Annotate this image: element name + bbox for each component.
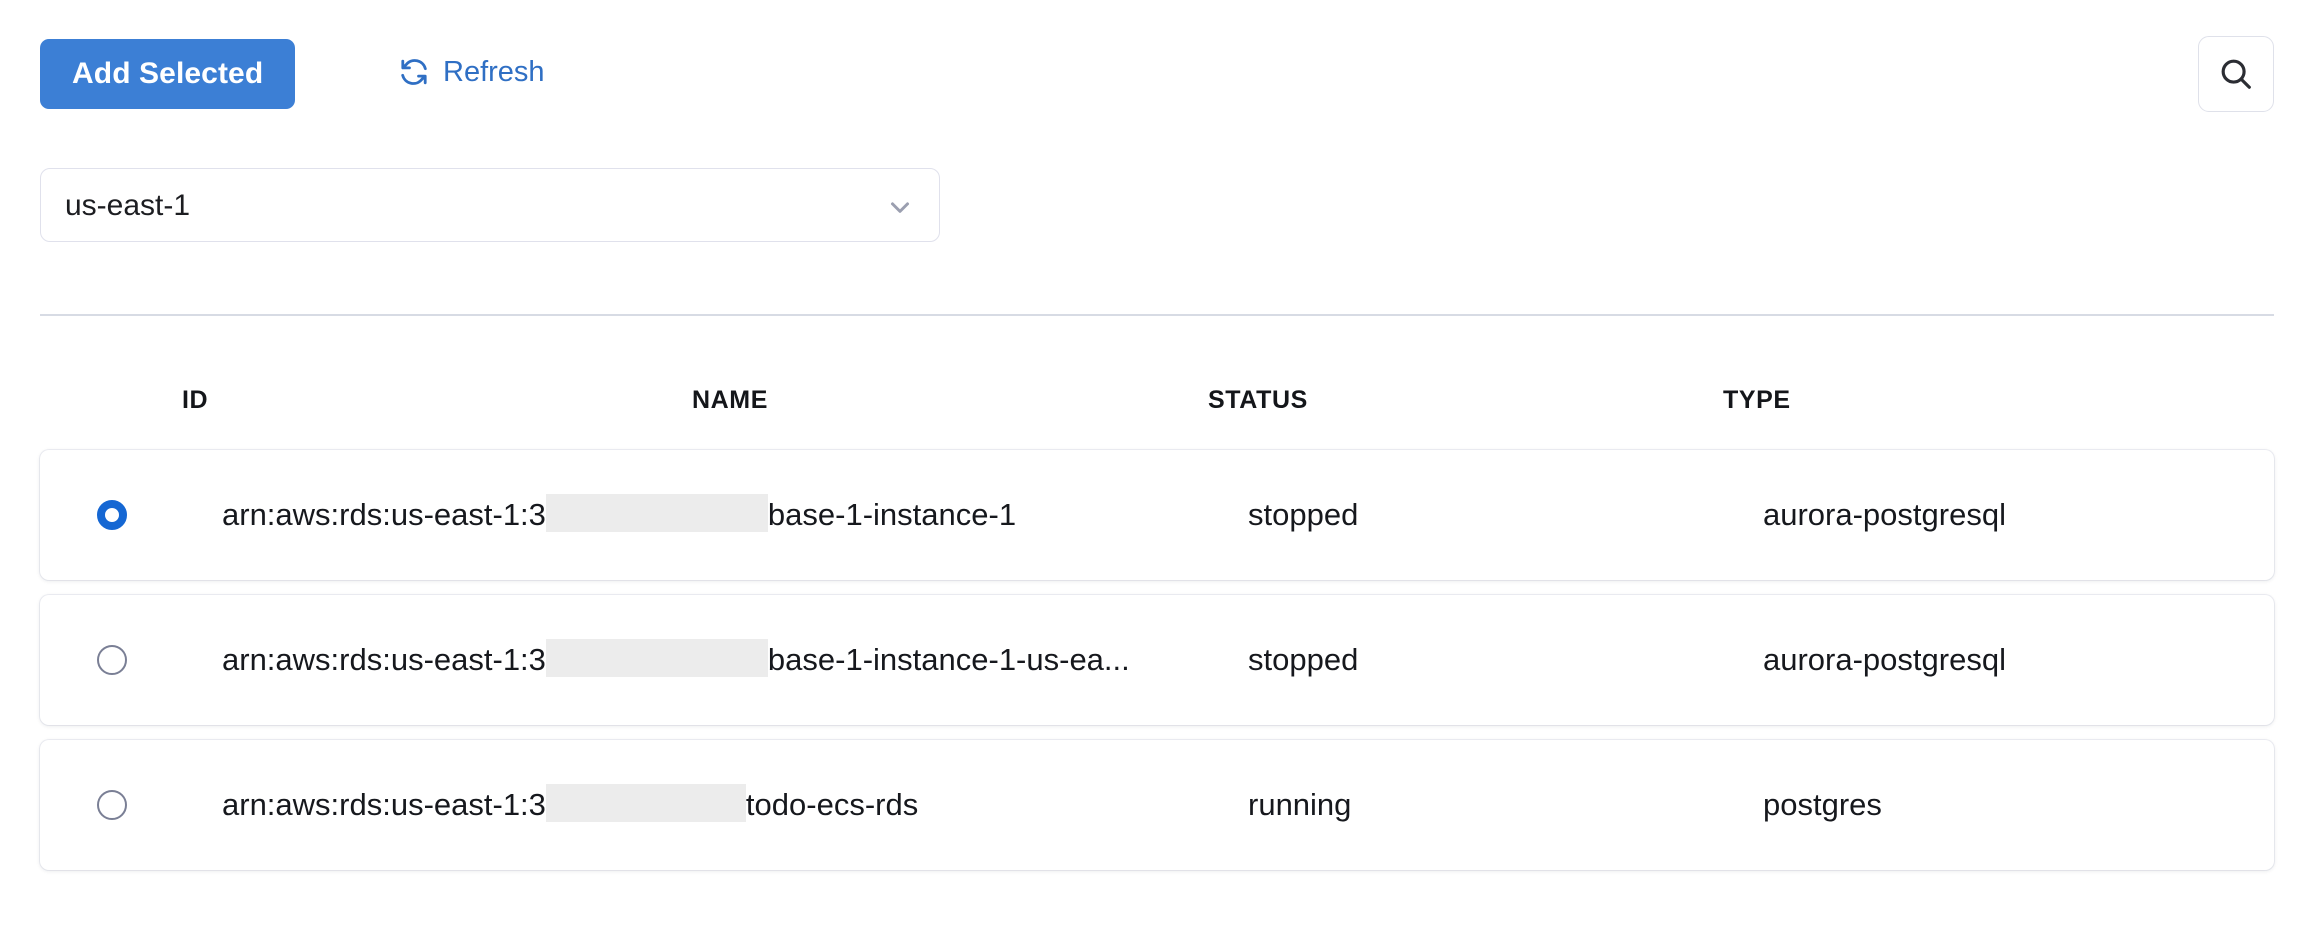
column-header-type: TYPE [1723, 386, 1791, 414]
arn-suffix: base-1-instance-1-us-ea... [767, 642, 1130, 677]
cell-status: running [1248, 787, 1352, 822]
toolbar: Add Selected Refresh [0, 0, 2298, 152]
cell-type: postgres [1763, 787, 1882, 822]
region-select[interactable]: us-east-1 [40, 168, 940, 242]
row-radio[interactable] [97, 790, 127, 820]
refresh-button[interactable]: Refresh [398, 55, 545, 89]
arn-suffix: base-1-instance-1 [767, 497, 1017, 532]
search-button[interactable] [2198, 36, 2274, 112]
cell-type: aurora-postgresql [1763, 642, 2006, 677]
table-row[interactable]: arn:aws:rds:us-east-1:3 base-1-instance-1… [40, 450, 2274, 580]
table-row[interactable]: arn:aws:rds:us-east-1:3 base-1-instance-1… [40, 595, 2274, 725]
arn-prefix: arn:aws:rds:us-east-1:3 [222, 642, 546, 677]
refresh-label: Refresh [443, 56, 545, 88]
table-header-row: ID NAME STATUS TYPE [0, 380, 2298, 450]
column-header-status: STATUS [1208, 386, 1308, 414]
region-select-value: us-east-1 [65, 189, 191, 222]
cell-type: aurora-postgresql [1763, 497, 2006, 532]
cell-status: stopped [1248, 497, 1359, 532]
table-body: arn:aws:rds:us-east-1:3 base-1-instance-1… [0, 450, 2298, 870]
table-row[interactable]: arn:aws:rds:us-east-1:3 todo-ecs-rds runni… [40, 740, 2274, 870]
redaction-bar [545, 494, 768, 532]
cell-id: arn:aws:rds:us-east-1:3 todo-ecs-rds [222, 740, 918, 870]
add-selected-button[interactable]: Add Selected [40, 39, 296, 109]
search-icon [2221, 59, 2251, 89]
arn-prefix: arn:aws:rds:us-east-1:3 [222, 497, 546, 532]
section-divider [40, 314, 2274, 316]
redaction-bar [545, 784, 746, 822]
column-header-id: ID [182, 386, 209, 414]
column-header-name: NAME [692, 386, 769, 414]
chevron-down-icon [891, 202, 909, 213]
cell-id: arn:aws:rds:us-east-1:3 base-1-instance-1… [222, 595, 1130, 725]
cell-id: arn:aws:rds:us-east-1:3 base-1-instance-1 [222, 450, 1016, 580]
row-radio[interactable] [97, 645, 127, 675]
cell-status: stopped [1248, 642, 1359, 677]
redaction-bar [545, 639, 768, 677]
arn-prefix: arn:aws:rds:us-east-1:3 [222, 787, 546, 822]
row-radio[interactable] [97, 500, 127, 530]
refresh-icon [398, 56, 430, 88]
arn-suffix: todo-ecs-rds [745, 787, 919, 822]
instances-table: ID NAME STATUS TYPE arn:aws:rds:us-east-… [0, 380, 2298, 885]
